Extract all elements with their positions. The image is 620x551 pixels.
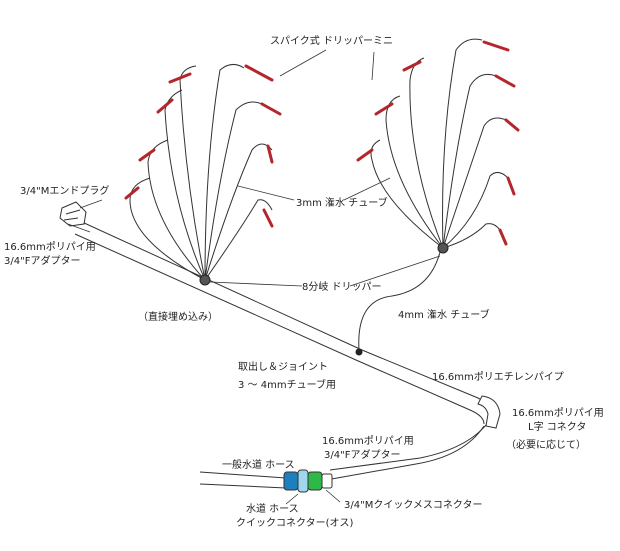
label-poly-pipe: 16.6mmポリエチレンパイプ <box>432 371 564 383</box>
label-adapter-top-2: 3/4"Fアダプター <box>4 254 80 267</box>
bottom-leaders <box>285 489 341 505</box>
label-hose-quick-2: クイックコネクター(オス) <box>236 517 354 529</box>
label-tube-3mm: 3mm 潅水 チューブ <box>296 196 388 209</box>
label-spike-dripper-mini: スパイク式 ドリッパーミニ <box>270 34 393 47</box>
leader-lines <box>67 49 441 287</box>
right-drippers <box>356 40 520 246</box>
label-quick-female: 3/4"Mクイックメスコネクター <box>344 499 483 511</box>
label-takeout-joint-1: 取出し＆ジョイント <box>238 360 328 373</box>
label-takeout-joint-2: 3 ～ 4mmチューブ用 <box>238 378 336 391</box>
label-tube-4mm: 4mm 潅水 チューブ <box>398 308 490 321</box>
label-garden-hose: 一般水道 ホース <box>222 458 295 471</box>
label-l-connector-1: 16.6mmポリパイ用 <box>512 407 604 419</box>
label-end-plug: 3/4"Mエンドプラグ <box>20 184 109 197</box>
main-pipe <box>74 221 492 481</box>
labels: スパイク式 ドリッパーミニ 3/4"Mエンドプラグ 16.6mmポリパイ用 3/… <box>4 34 604 529</box>
end-plug <box>59 201 87 227</box>
hose-assembly <box>199 469 333 493</box>
label-l-connector-3: （必要に応じて） <box>506 438 586 451</box>
takeout-joint <box>355 348 363 356</box>
label-adapter-top-1: 16.6mmポリパイ用 <box>4 241 96 253</box>
l-connector <box>477 395 501 429</box>
label-hose-quick-1: 水道 ホース <box>246 502 299 515</box>
left-drippers <box>124 64 282 228</box>
label-l-connector-2: L字 コネクタ <box>528 420 586 433</box>
label-dripper-8way: 8分岐 ドリッパー <box>302 280 382 293</box>
right-8way-dripper <box>437 242 449 254</box>
label-direct-bury: （直接埋め込み） <box>138 310 218 323</box>
tube-4mm <box>358 251 441 351</box>
left-dripper-fan <box>129 64 273 281</box>
label-adapter-bottom-1: 16.6mmポリパイ用 <box>322 435 414 447</box>
right-dripper-fan <box>370 38 509 249</box>
label-adapter-bottom-2: 3/4"Fアダプター <box>324 448 400 461</box>
left-8way-dripper <box>199 274 211 286</box>
